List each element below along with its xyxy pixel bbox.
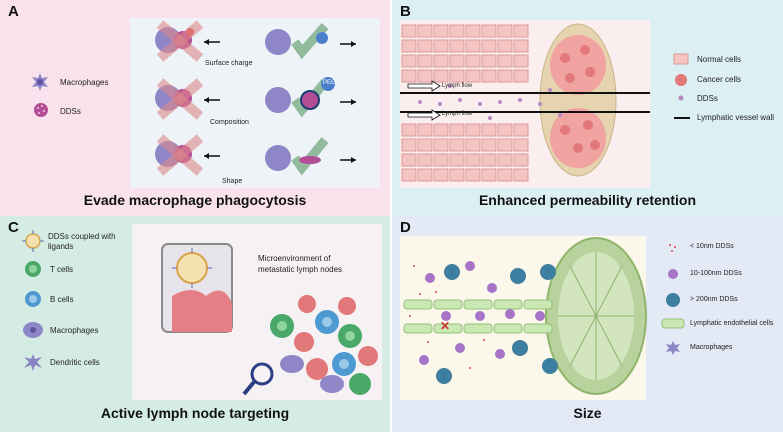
- legend-medium-dds: 10-100nm DDSs: [690, 270, 742, 277]
- tumor-mass: [539, 23, 617, 177]
- legend-t-cells: T cells: [50, 265, 73, 274]
- row2-right-evaded: [265, 77, 356, 118]
- lymph-flow-label-bottom: Lymph flow: [442, 111, 473, 117]
- panel-b-letter: B: [400, 3, 411, 20]
- panel-b: B: [392, 0, 783, 216]
- dendritic-cell-legend-icon: [24, 354, 42, 371]
- dds-dots: [418, 84, 562, 120]
- row2-left-engulfed: [155, 78, 220, 120]
- panel-a-letter: A: [8, 3, 19, 20]
- small-dds-legend-icon: [669, 244, 676, 252]
- row3-left-engulfed: [155, 134, 220, 176]
- medium-dds-legend-icon: [668, 269, 678, 279]
- large-dds-legend-icon: [666, 293, 680, 307]
- lymph-node-cell-cluster: [270, 295, 378, 395]
- normal-cells-top: [401, 24, 529, 83]
- row3-right-evaded: [265, 137, 356, 176]
- legend-normal-cells: Normal cells: [697, 55, 742, 64]
- endothelial-legend-icon: [661, 318, 685, 329]
- microenvironment-label-line2: metastatic lymph nodes: [258, 265, 343, 274]
- row-label-composition: Composition: [210, 119, 249, 126]
- large-dds: [436, 264, 558, 384]
- legend-dds-label: DDSs: [60, 107, 81, 116]
- panel-d-title: Size: [573, 405, 602, 421]
- panel-b-title: Enhanced permeability retention: [478, 192, 697, 208]
- legend-ligand-dds-line1: DDSs coupled with: [48, 232, 116, 241]
- legend-lymphatic-vessel-wall: Lymphatic vessel wall: [697, 113, 775, 122]
- medium-dds: [419, 261, 545, 365]
- panel-d-scene: ✕: [403, 237, 647, 395]
- ligand-dds-legend-icon: [22, 230, 44, 252]
- panel-c-title: Active lymph node targeting: [100, 405, 290, 421]
- legend-ligand-dds-line2: ligands: [48, 242, 74, 251]
- legend-dds: DDSs: [697, 94, 718, 103]
- legend-dendritic-cells: Dendritic cells: [50, 358, 100, 367]
- panel-c-scene: [161, 243, 378, 396]
- dds-legend-icon: [34, 103, 48, 117]
- vessel-wall-legend-icon: [674, 117, 690, 119]
- panel-d: D ✕ < 10nm DDSs 10-100nm DDSs > 200nm DD…: [392, 216, 783, 432]
- panel-b-illustration: [400, 23, 650, 182]
- legend-endothelial: Lymphatic endothelial cells: [690, 320, 774, 327]
- legend-cancer-cells: Cancer cells: [697, 75, 742, 84]
- macrophage-c-legend-icon: [23, 322, 43, 338]
- legend-macrophages-d: Macrophages: [690, 344, 733, 351]
- legend-large-dds: > 200nm DDSs: [690, 296, 738, 303]
- peg-label: PEG: [323, 80, 336, 86]
- panel-d-letter: D: [400, 219, 411, 236]
- lymph-flow-label-top: Lymph flow: [442, 83, 473, 89]
- normal-cells-bottom: [401, 123, 529, 182]
- endothelial-cells: [403, 299, 553, 334]
- normal-cells-legend-icon: [673, 53, 689, 65]
- dds-legend-dot-icon: [678, 95, 684, 101]
- panel-c-letter: C: [8, 219, 19, 236]
- small-dds: [409, 265, 485, 369]
- panel-a-illustrations: [155, 20, 356, 176]
- row1-right-evaded: [265, 23, 356, 60]
- microenvironment-label-line1: Microenvironment of: [258, 254, 331, 263]
- panel-a-title: Evade macrophage phagocytosis: [83, 192, 307, 208]
- cancer-cells-legend-icon: [675, 74, 687, 86]
- panel-c: C DDSs coupled with ligands T cells B ce…: [0, 216, 390, 432]
- tcell-legend-icon: [25, 261, 41, 277]
- row-label-shape: Shape: [222, 178, 243, 185]
- macrophage-d-legend-icon: [666, 341, 680, 355]
- macrophage-legend-icon: [32, 73, 48, 91]
- row-label-surface-charge: Surface charge: [205, 60, 253, 67]
- legend-macrophages-label: Macrophages: [60, 78, 109, 87]
- row1-left-engulfed: [155, 20, 220, 62]
- panel-a: A Macrophages DDSs: [0, 0, 390, 216]
- svg-text:✕: ✕: [440, 319, 450, 333]
- bcell-legend-icon: [25, 291, 41, 307]
- legend-b-cells: B cells: [50, 295, 74, 304]
- legend-macrophages-c: Macrophages: [50, 326, 99, 335]
- legend-small-dds: < 10nm DDSs: [690, 243, 734, 250]
